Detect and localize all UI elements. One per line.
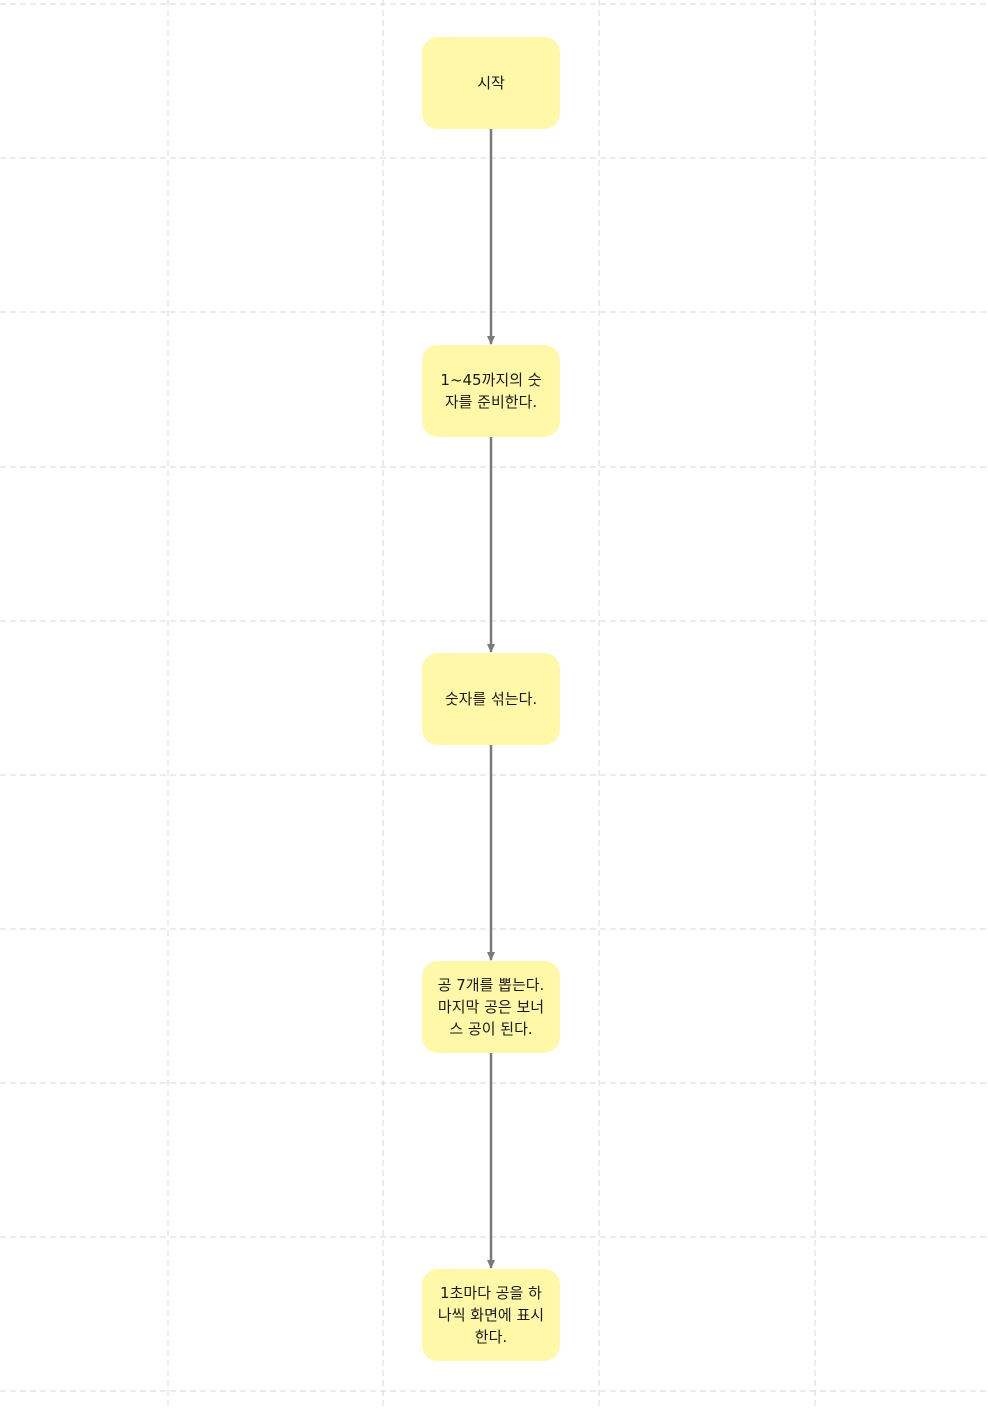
display-balls-node[interactable]: 1초마다 공을 하 나씩 화면에 표시 한다. xyxy=(422,1269,560,1361)
prepare-numbers-node[interactable]: 1~45까지의 숫 자를 준비한다. xyxy=(422,345,560,437)
start-node[interactable]: 시작 xyxy=(422,37,560,129)
draw-balls-node[interactable]: 공 7개를 뽑는다. 마지막 공은 보너 스 공이 된다. xyxy=(422,961,560,1053)
shuffle-numbers-node[interactable]: 숫자를 섞는다. xyxy=(422,653,560,745)
